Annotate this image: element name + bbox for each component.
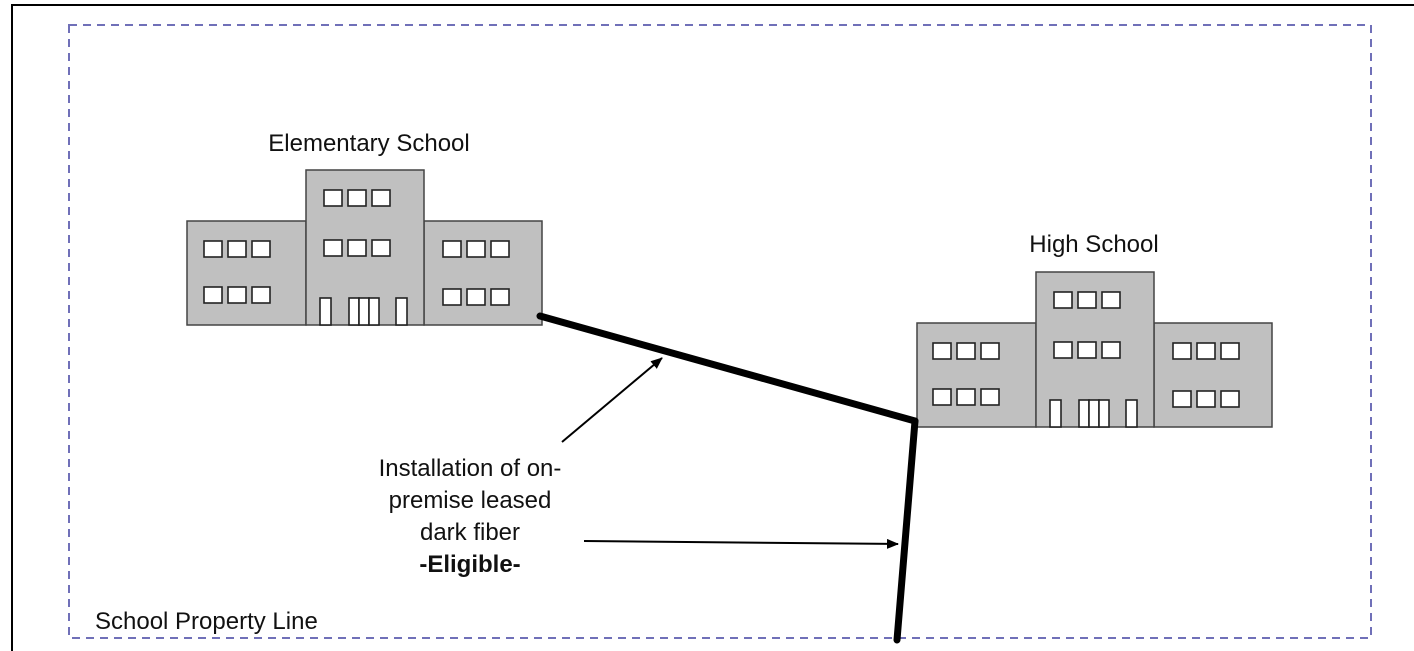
doors	[1049, 399, 1138, 428]
elementary-school-building	[186, 169, 543, 326]
callout-arrow-upper	[561, 357, 663, 443]
property-line-label: School Property Line	[95, 608, 318, 635]
high-school-building	[916, 271, 1273, 428]
right-wing	[423, 220, 543, 326]
left-wing	[916, 322, 1037, 428]
outer-frame	[11, 4, 1414, 651]
right-wing	[1153, 322, 1273, 428]
annotation-line-2: premise leased	[389, 487, 552, 514]
doors	[319, 297, 408, 326]
window-group	[932, 291, 1240, 408]
left-wing	[186, 220, 307, 326]
callout-arrow-lower	[583, 538, 899, 549]
elementary-school-label: Elementary School	[268, 130, 469, 157]
property-line-boundary	[68, 24, 1372, 639]
fiber-segment-elementary-to-high	[536, 312, 919, 425]
high-school-label: High School	[1029, 231, 1158, 258]
fiber-segment-high-to-street	[893, 417, 919, 644]
annotation-line-3: dark fiber	[420, 519, 520, 546]
eligibility-label: -Eligible-	[419, 551, 520, 578]
window-group	[203, 189, 510, 306]
annotation-line-1: Installation of on-	[379, 455, 562, 482]
